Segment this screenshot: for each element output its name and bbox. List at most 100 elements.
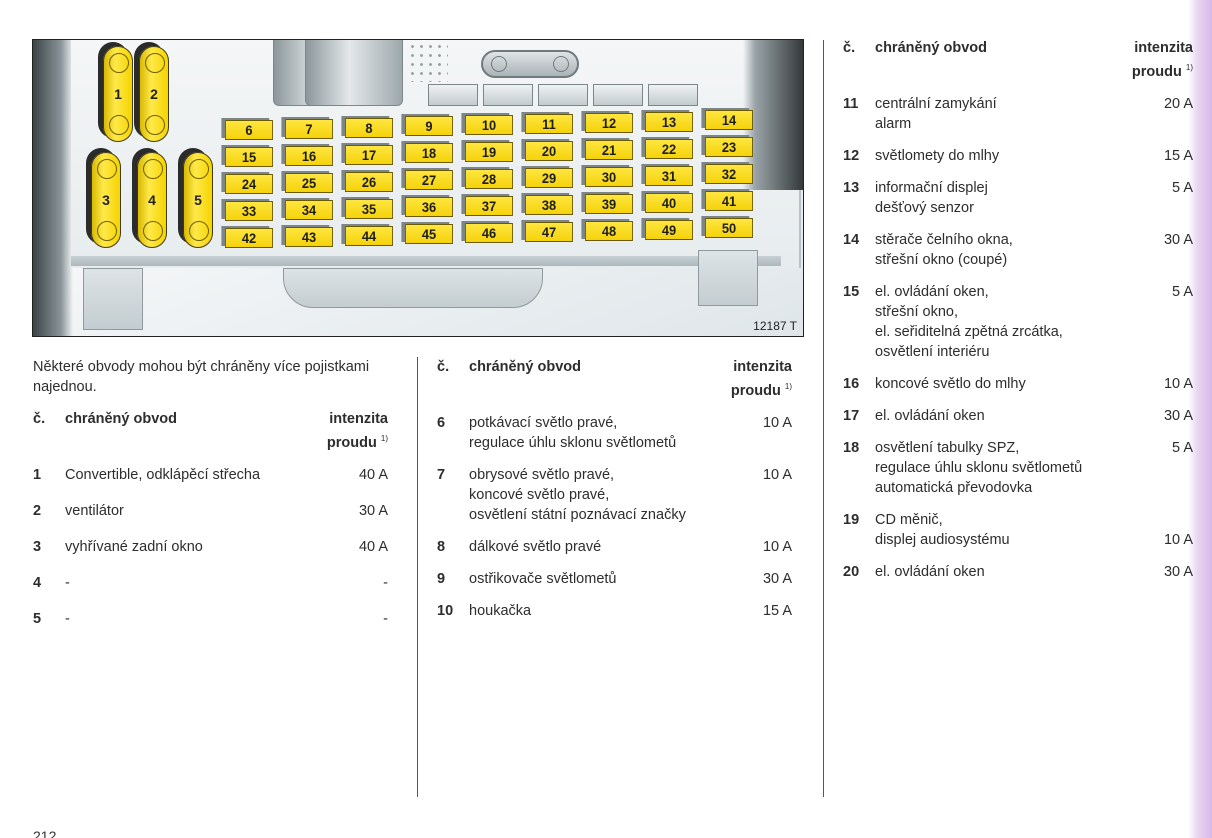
intro-note: Některé obvody mohou být chráněny více p… (33, 359, 370, 395)
mini-fuse: 10 (465, 115, 513, 136)
footnote-mark: 1) (380, 434, 388, 443)
header-current-line1: intenzita (329, 411, 388, 427)
mini-fuse: 42 (225, 228, 273, 248)
fuse-current: 5 A (1172, 283, 1193, 300)
protected-circuit: centrální zamykání alarm (875, 95, 997, 132)
fuse-number: 1 (33, 466, 42, 483)
mini-fuse: 8 (345, 117, 393, 138)
header-current: intenzita proudu 1) (327, 409, 388, 453)
mini-fuse: 20 (525, 141, 573, 161)
mini-fuse: 31 (645, 165, 693, 186)
fuse-current: 10 A (1163, 375, 1193, 392)
mini-fuse: 7 (285, 118, 333, 139)
table-row: 18 osvětlení tabulky SPZ, regulace úhlu s… (843, 438, 1193, 498)
fuse-number: 18 (843, 439, 860, 456)
header-circuit: chráněný obvod (65, 411, 177, 427)
fuse-number: 5 (33, 610, 42, 627)
fuse-number: 11 (843, 95, 859, 112)
fuse-number: 17 (843, 407, 860, 424)
mini-fuse: 33 (225, 201, 273, 221)
empty-slot (593, 84, 643, 106)
mini-fuse: 32 (705, 164, 753, 185)
header-number: č. (33, 411, 46, 427)
mini-fuse: 28 (465, 169, 513, 190)
fuse-current: 40 A (358, 538, 388, 555)
protected-circuit: el. ovládání oken, střešní okno, el. seř… (875, 283, 1063, 360)
footnote-mark: 1) (1185, 63, 1193, 72)
protected-circuit: osvětlení tabulky SPZ, regulace úhlu skl… (875, 439, 1083, 496)
fuse-number: 15 (843, 283, 860, 300)
fuse-number: 12 (843, 147, 860, 164)
fuse-current: 10 A (762, 466, 792, 483)
table-row: 15 el. ovládání oken, střešní okno, el. s… (843, 282, 1193, 362)
mini-fuse: 16 (285, 145, 333, 166)
protected-circuit: dálkové světlo pravé (469, 538, 602, 555)
fuse-number: 4 (33, 574, 42, 591)
fuse-current: 30 A (1163, 563, 1193, 580)
protected-circuit: stěrače čelního okna, střešní okno (coup… (875, 231, 1013, 268)
fuse-current: 30 A (1163, 231, 1193, 248)
fuse-current: 10 A (1163, 531, 1193, 548)
empty-slot (538, 84, 588, 106)
fuse-current: 10 A (762, 538, 792, 555)
header-current-line1: intenzita (1134, 40, 1193, 56)
illustration-shadow (33, 40, 73, 336)
mini-fuse: 27 (405, 170, 453, 191)
page-edge (1188, 0, 1212, 838)
column-divider (823, 40, 824, 797)
protected-circuit: el. ovládání oken (875, 563, 985, 580)
fuse-current: 40 A (358, 466, 388, 483)
fuse-number: 19 (843, 511, 860, 528)
figure-code: 12187 T (753, 319, 797, 333)
protected-circuit: vyhřívané zadní okno (65, 538, 203, 555)
maxi-fuse: 4 (137, 152, 167, 248)
mini-fuse: 48 (585, 220, 633, 241)
mini-fuse: 13 (645, 111, 693, 132)
mini-fuse: 37 (465, 196, 513, 217)
mini-fuse: 30 (585, 166, 633, 187)
header-number: č. (843, 40, 856, 56)
maxi-fuse: 2 (139, 46, 169, 142)
mini-fuse: 6 (225, 120, 273, 140)
protected-circuit: - (65, 574, 70, 591)
fuse-number: 16 (843, 375, 860, 392)
vent-dots (408, 42, 448, 82)
fuse-box-rail (71, 256, 781, 266)
header-current-line2: proudu (326, 434, 377, 451)
mini-fuse: 49 (645, 219, 693, 240)
mini-fuse: 40 (645, 192, 693, 213)
fuse-number: 14 (843, 231, 860, 248)
mini-fuse: 50 (705, 218, 753, 239)
mini-fuse: 35 (345, 198, 393, 219)
mini-fuse: 14 (705, 110, 753, 131)
mini-fuse: 24 (225, 174, 273, 194)
mini-fuse: 18 (405, 143, 453, 164)
fuse-current: 10 A (762, 414, 792, 431)
protected-circuit: ventilátor (65, 502, 124, 519)
table-row: 5-- (33, 609, 388, 629)
mini-fuse: 15 (225, 147, 273, 167)
fuse-current: 30 A (1163, 407, 1193, 424)
mini-fuse: 23 (705, 137, 753, 158)
protected-circuit: - (65, 610, 70, 627)
table-row: 4-- (33, 573, 388, 593)
mounting-foot (83, 268, 143, 330)
mini-fuse: 36 (405, 197, 453, 218)
header-circuit: chráněný obvod (469, 359, 581, 375)
column-divider (417, 357, 418, 797)
mini-fuse: 11 (525, 114, 573, 134)
mini-fuse: 43 (285, 226, 333, 247)
mini-fuse: 25 (285, 172, 333, 193)
mini-fuse: 47 (525, 222, 573, 242)
